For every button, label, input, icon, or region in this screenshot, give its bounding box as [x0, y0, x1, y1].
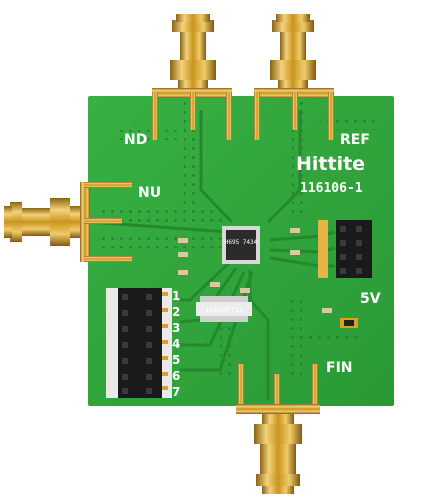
main-chip-marking: H695 7434	[225, 239, 258, 246]
label-fin: FIN	[326, 360, 353, 376]
label-nd: ND	[124, 132, 147, 148]
label-chip-marking: 1103GP713	[205, 306, 243, 314]
sma-connector-nu	[4, 182, 132, 262]
sma-connector-ref	[254, 14, 334, 140]
pin-number: 5	[172, 353, 180, 367]
pin-number: 7	[172, 385, 180, 399]
label-chip: 1103GP713	[196, 296, 252, 322]
label-ref: REF	[340, 132, 370, 148]
part-number: 116106-1	[300, 181, 363, 196]
label-5v: 5V	[360, 291, 381, 307]
passive-components	[178, 228, 358, 328]
pin-number: 6	[172, 369, 180, 383]
pin-number: 2	[172, 305, 180, 319]
label-nu: NU	[138, 185, 161, 201]
sma-connector-nd	[152, 14, 232, 140]
left-pin-header	[106, 288, 172, 398]
header-pin-numbers: 1 2 3 4 5 6 7	[172, 289, 180, 399]
pin-number: 3	[172, 321, 180, 335]
pin-number: 1	[172, 289, 180, 303]
via-field	[96, 100, 380, 380]
brand-logo: Hittite	[296, 153, 365, 175]
pin-number: 4	[172, 337, 180, 351]
sma-connector-fin	[236, 364, 320, 494]
main-ic: H695 7434	[222, 226, 260, 264]
right-pin-header	[318, 220, 372, 278]
